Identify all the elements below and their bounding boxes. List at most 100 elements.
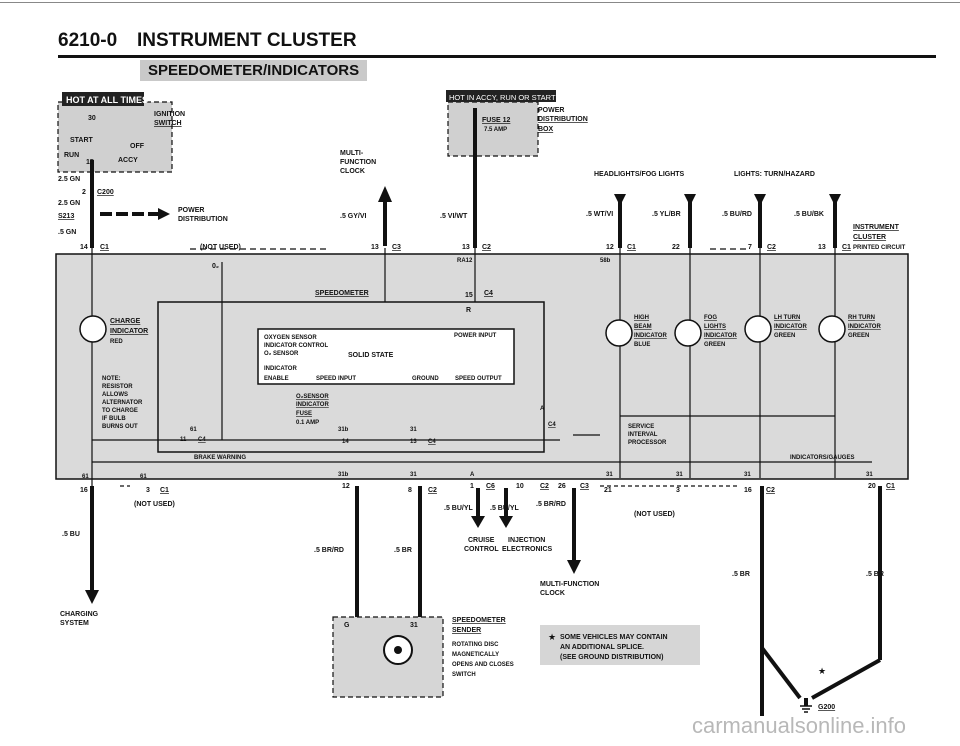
turn-wire-1: .5 BU/RD [722,211,752,218]
b-mfc-1: MULTI-FUNCTION [540,581,599,588]
int-ra12: RA12 [457,258,473,264]
int-fog-1: FOG [704,315,717,321]
b-charging-1: CHARGING [60,611,99,618]
int-oxygen: OXYGEN SENSOR [264,335,317,341]
int-o2s-fuse: FUSE [296,411,312,417]
b-bu: .5 BU [62,531,80,538]
s213: S213 [58,213,74,220]
int-13: 13 [410,439,417,445]
b-cruise-1: CRUISE [468,537,495,544]
int-o2s-ind-2: INDICATOR [296,402,329,408]
hot-all-times-label: HOT AT ALL TIMES [66,95,148,105]
bp-12: 12 [342,483,350,490]
int-charge-2: INDICATOR [110,328,148,335]
int-speed-input: SPEED INPUT [316,376,356,382]
int-o2-sensor: O₂ SENSOR [264,351,299,357]
b-br-rd: .5 BR/RD [314,547,344,554]
int-high-2: BEAM [634,324,652,330]
b-br-rd-2: .5 BR/RD [536,501,566,508]
vi-wt-pin: 13 [462,244,470,251]
power-dist-1: POWER [178,207,204,214]
turn-wire-2: .5 BU/BK [794,211,824,218]
hl-c1: C1 [627,244,636,251]
cluster-1: INSTRUMENT [853,224,900,231]
not-used-right: (NOT USED) [634,511,675,518]
hot-accy-box [447,101,539,157]
ign-label-1: IGNITION [154,111,185,118]
int-rh-2: INDICATOR [848,324,881,330]
int-61a: 61 [190,427,197,433]
b-sender-6: SWITCH [452,672,476,678]
int-note-3: ALLOWS [102,392,128,398]
bp-c2a: C2 [428,487,437,494]
ign-label-2: SWITCH [154,120,182,127]
wire-5gn: .5 GN [58,229,76,236]
hot-accy-tab [446,90,556,102]
b-splice-1: SOME VEHICLES MAY CONTAIN [560,634,668,641]
ground-symbol [800,705,812,713]
power-dist-2: DISTRIBUTION [178,216,228,223]
b-splice-star: ★ [548,632,556,642]
bp-20: 20 [868,483,876,490]
bp-31a: 31 [410,472,417,478]
b-sender-5: OPENS AND CLOSES [452,662,514,668]
bp-c2b: C2 [540,483,549,490]
b-cruise-2: CONTROL [464,546,499,553]
int-ind-ctrl: INDICATOR CONTROL [264,343,328,349]
not-used-left: (NOT USED) [134,501,175,508]
int-fog-2: LIGHTS [704,324,726,330]
hot-accy-label: HOT IN ACCY, RUN OR START [449,93,556,102]
int-rh-1: RH TURN [848,315,875,321]
thin-wires [91,248,872,487]
b-bu-yl-2: .5 BU/YL [490,505,520,512]
int-a: A [540,406,545,412]
int-charge-3: RED [110,339,123,345]
b-sender-2: SENDER [452,627,481,634]
int-high-3: INDICATOR [634,333,667,339]
pdb-1: POWER [538,107,564,114]
bp-31e: 31 [744,472,751,478]
vi-wt-conn: C2 [482,244,491,251]
arrows [85,186,841,604]
int-61b: 61 [82,474,89,480]
int-58b: 58b [600,258,611,264]
bp-31d: 31 [676,472,683,478]
bp-c2c: C2 [766,487,775,494]
int-service-3: PROCESSOR [628,440,667,446]
fuse-name: FUSE 12 [482,117,511,124]
hl-wire-1: .5 WT/VI [586,211,613,218]
int-31: 31 [410,427,417,433]
int-note-2: RESISTOR [102,384,133,390]
ign-off: OFF [130,143,145,150]
bp-1: 1 [470,483,474,490]
int-brake: BRAKE WARNING [194,455,246,461]
wire-2-5gn-a: 2.5 GN [58,176,80,183]
sender-hub [394,646,402,654]
int-c4b: C4 [198,437,206,443]
b-splice-2: AN ADDITIONAL SPLICE. [560,644,644,651]
diagram-subtitle: SPEEDOMETER/INDICATORS [140,60,368,81]
b-mfc-2: CLOCK [540,590,565,597]
int-r: R [466,307,471,314]
bp-31c: 31 [606,472,613,478]
int-solid-state: SOLID STATE [348,352,394,359]
b-inj-1: INJECTION [508,537,545,544]
int-c4: C4 [484,290,493,297]
solid-state-box [257,328,515,385]
bp-31f: 31 [866,472,873,478]
b-br-a: .5 BR [732,571,750,578]
hot-all-times-box [57,101,173,173]
int-fog-4: GREEN [704,342,725,348]
headlights-label: HEADLIGHTS/FOG LIGHTS [594,171,685,178]
int-service-1: SERVICE [628,424,654,430]
section-title: INSTRUMENT CLUSTER [137,30,357,51]
bp-8: 8 [408,487,412,494]
bp-31b: 31b [338,472,349,478]
b-splice-3: (SEE GROUND DISTRIBUTION) [560,654,663,661]
turn-p2: 13 [818,244,826,251]
bp-a: A [470,472,475,478]
bp-16: 16 [80,487,88,494]
not-used-top: (NOT USED) [200,244,241,251]
watermark: carmanualsonline.info [692,713,907,738]
int-note-6: IF BULB [102,416,126,422]
